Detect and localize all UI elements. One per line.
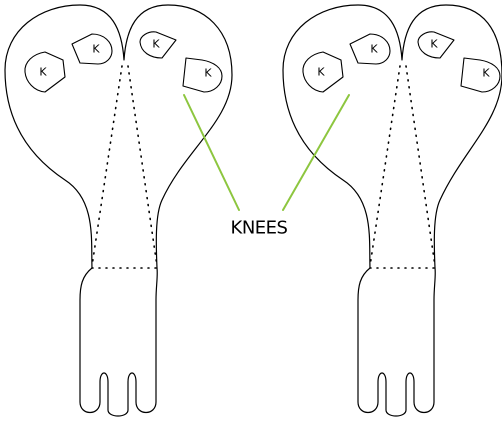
left-piece-knee-pad-4: K [183, 58, 222, 92]
left-piece-knee-pad-2: K [72, 34, 112, 64]
svg-text:K: K [482, 67, 490, 80]
right-piece-knee-pad-4: K [461, 58, 500, 92]
svg-text:K: K [92, 43, 100, 56]
right-piece-fold-right [406, 66, 435, 266]
svg-text:K: K [317, 66, 325, 79]
left-piece-knee-pad-1: K [25, 52, 65, 92]
left-piece-knee-pad-3: K [140, 32, 176, 58]
right-piece-fold-left [370, 66, 400, 266]
right-piece-knee-pad-3: K [418, 32, 454, 58]
knees-label: KNEES [231, 218, 288, 239]
right-pattern-piece: K K K K [283, 5, 502, 416]
knees-pointer-right [283, 95, 349, 210]
left-piece-fold-left [92, 66, 122, 266]
left-piece-upper-outline [5, 5, 232, 268]
right-piece-upper-outline [283, 5, 502, 268]
right-piece-knee-pad-1: K [303, 52, 343, 92]
left-piece-fold-right [128, 66, 157, 266]
left-pattern-piece: K K K K [5, 5, 232, 416]
svg-text:K: K [204, 67, 212, 80]
svg-text:K: K [370, 43, 378, 56]
svg-text:K: K [152, 38, 160, 51]
svg-text:K: K [430, 38, 438, 51]
svg-text:K: K [39, 66, 47, 79]
right-piece-foot-outline [358, 268, 435, 416]
right-piece-knee-pad-2: K [350, 34, 390, 64]
left-piece-foot-outline [80, 268, 157, 416]
